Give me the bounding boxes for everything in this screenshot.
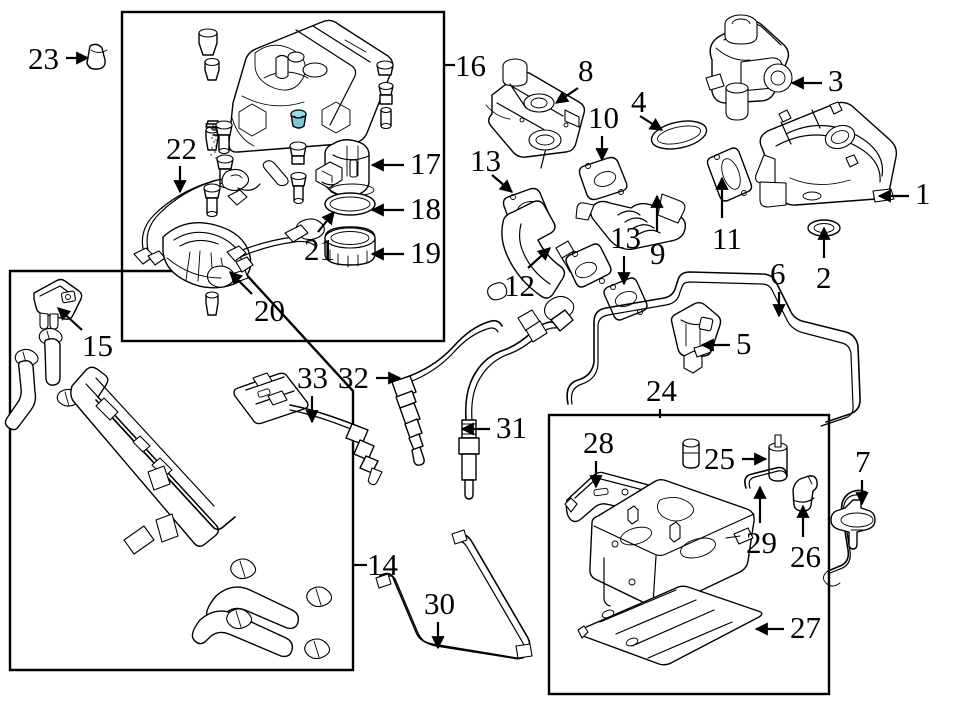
part-27-canister-shield (577, 585, 763, 666)
part-1-intake-manifold (755, 101, 898, 208)
part-bolts-column (198, 28, 221, 316)
callout-label-11: 11 (712, 221, 742, 256)
callout-label-8: 8 (578, 53, 594, 88)
callout-label-21: 21 (304, 232, 335, 267)
part-bolts-left-inner (210, 120, 233, 159)
callout-arrow-13a (491, 174, 514, 193)
callout-label-1: 1 (915, 176, 931, 211)
part-14-fuel-lines (4, 327, 333, 660)
callout-label-33: 33 (297, 360, 328, 395)
callout-arrow-8 (554, 87, 579, 104)
callout-label-32: 32 (338, 360, 369, 395)
part-19-lock-ring (324, 226, 376, 268)
part-bolts-tall (203, 183, 221, 218)
part-33-sensor-bracket (233, 372, 383, 486)
part-23-cap-plug (86, 43, 108, 70)
callout-label-13b: 13 (610, 220, 641, 255)
part-5-solenoid-valve (670, 302, 722, 374)
callout-arrow-12 (527, 247, 551, 269)
callout-label-26: 26 (790, 539, 821, 574)
callout-label-31: 31 (496, 410, 527, 445)
callout-label-17: 17 (410, 146, 441, 181)
part-18-seal-ring (324, 192, 376, 216)
part-7-check-valve (830, 499, 876, 550)
part-6-vacuum-lines (566, 271, 867, 587)
callout-label-3: 3 (828, 63, 844, 98)
callout-label-27: 27 (790, 610, 821, 645)
part-bolts-right-col (376, 60, 394, 130)
callout-label-12: 12 (504, 268, 535, 303)
callout-label-22: 22 (166, 131, 197, 166)
callout-label-4: 4 (631, 84, 647, 119)
part-13b-gasket (603, 277, 648, 321)
callout-label-19: 19 (410, 235, 441, 270)
callout-label-16: 16 (455, 48, 486, 83)
callout-label-28: 28 (583, 425, 614, 460)
part-31-glow-plug (458, 295, 575, 500)
callout-arrow-20 (229, 271, 253, 295)
part-10-gasket-oval (578, 156, 628, 201)
part-22-wiring-harness (133, 168, 261, 266)
callout-label-18: 18 (410, 191, 441, 226)
part-25-filter-canister (682, 434, 788, 482)
part-11-gasket (706, 147, 753, 202)
part-12-egr-tube (501, 200, 612, 299)
callout-label-30: 30 (424, 586, 455, 621)
part-21-harness-short (226, 218, 325, 273)
callout-label-23: 23 (28, 41, 59, 76)
callout-label-20: 20 (254, 293, 285, 328)
part-32-oxygen-sensor (391, 282, 508, 466)
group-box-16 (120, 10, 446, 343)
callout-label-6: 6 (770, 256, 786, 291)
part-17-pump-module (315, 139, 375, 197)
part-26-valve-elbow (792, 475, 818, 512)
callout-arrow-4 (639, 115, 664, 131)
callout-arrow-15 (57, 307, 83, 331)
callout-label-2: 2 (816, 260, 832, 295)
callout-label-9: 9 (650, 236, 666, 271)
part-30-v-tube (375, 529, 533, 660)
part-29-clip-rod (744, 466, 788, 489)
part-3-throttle-valve (705, 14, 793, 121)
callout-label-10: 10 (588, 100, 619, 135)
callout-label-7: 7 (855, 444, 871, 479)
group-box-24 (547, 413, 831, 696)
callout-arrow-21 (317, 210, 335, 233)
part-24-canister (589, 479, 755, 621)
callout-label-15: 15 (82, 328, 113, 363)
callout-label-13a: 13 (470, 143, 501, 178)
part-4-o-ring (650, 120, 708, 150)
callout-label-29: 29 (746, 525, 777, 560)
callout-arrows (57, 51, 909, 650)
part-15-pressure-sensor (33, 278, 83, 330)
part-20-fuel-pump (162, 222, 252, 289)
part-16-tank-cover (228, 19, 394, 153)
callout-label-14: 14 (367, 547, 398, 582)
callout-label-5: 5 (736, 326, 752, 361)
part-9-flex-hose (575, 193, 687, 250)
callout-label-25: 25 (704, 441, 735, 476)
part-small-clip (262, 160, 289, 187)
callout-label-24: 24 (646, 373, 677, 408)
